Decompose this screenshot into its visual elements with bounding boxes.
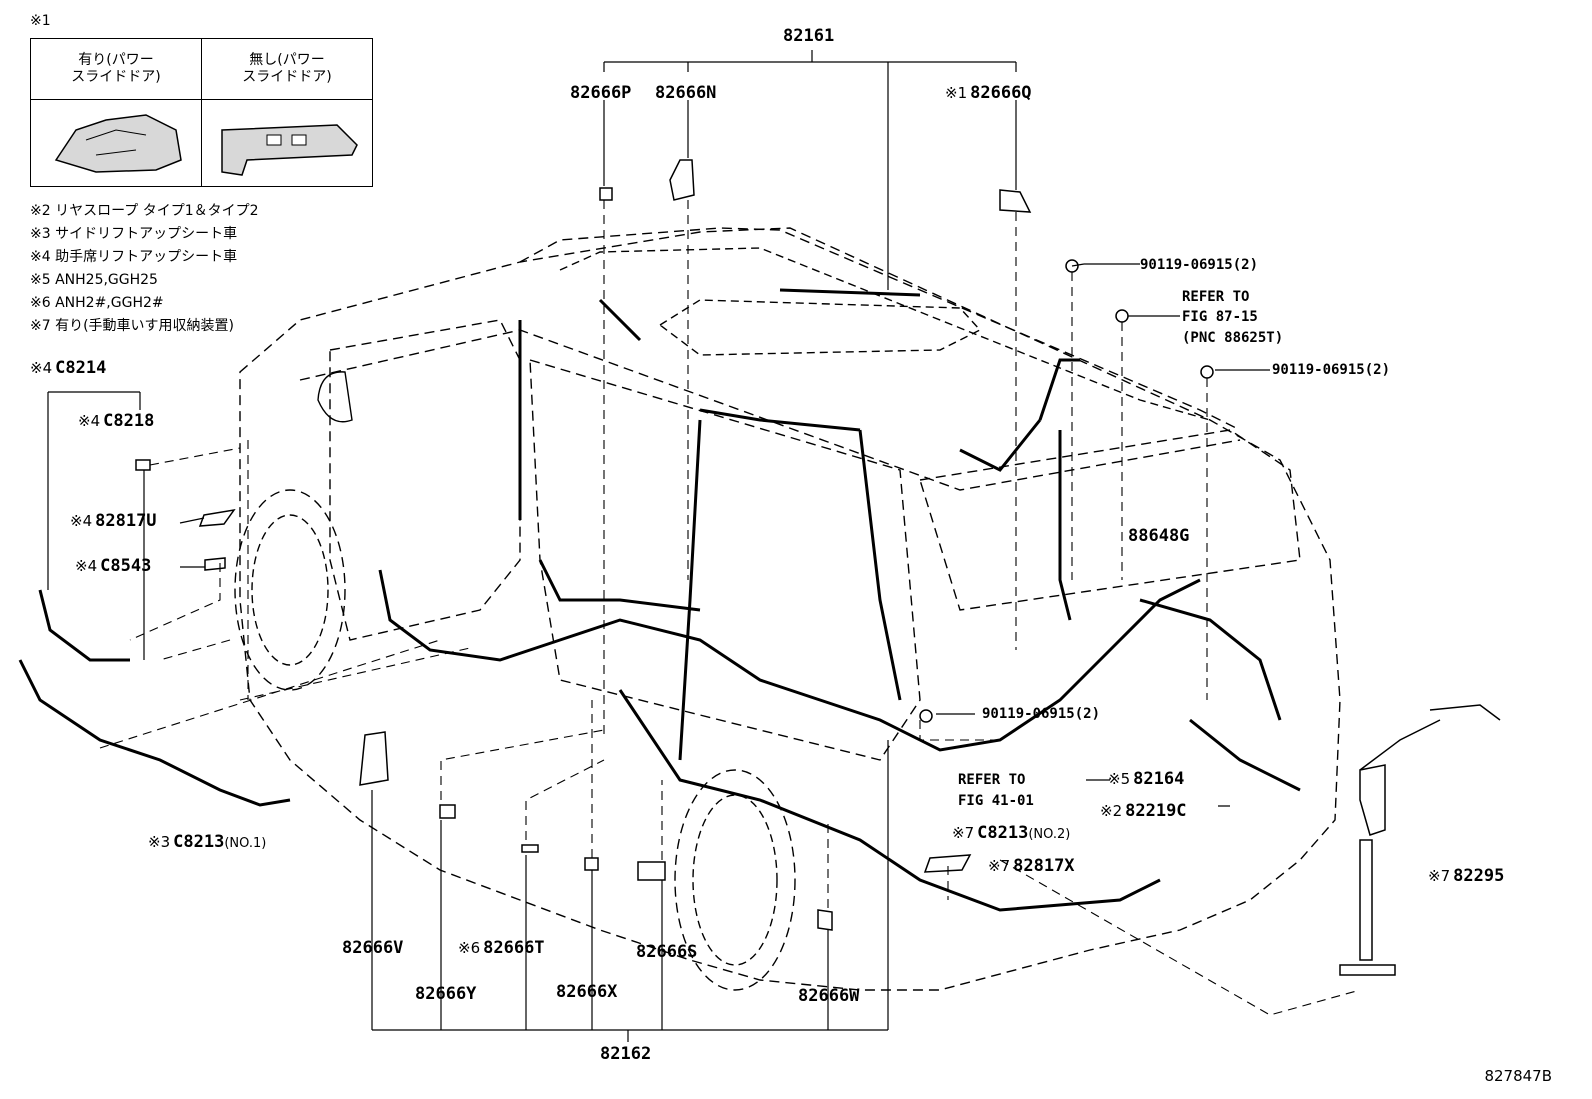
leader-c8214 (47, 391, 141, 590)
connector-82666X (584, 857, 599, 871)
harness-floor (618, 689, 1161, 912)
slide-door-outline (529, 359, 921, 761)
clip-c8218 (135, 459, 151, 471)
connector-82666V (359, 731, 389, 786)
label-refer-1b: FIG 87-15 (1182, 309, 1258, 325)
connector-82666N (669, 159, 695, 201)
label-82666P: 82666P (570, 83, 632, 103)
legend-col1: 有り(パワー スライドドア) (30, 38, 202, 100)
label-82666W: 82666W (798, 986, 860, 1006)
bolt-2 (1200, 365, 1214, 379)
label-bolt-1: 90119-06915(2) (1140, 257, 1259, 273)
harness-front-c8214 (38, 589, 130, 662)
label-refer-2b: FIG 41-01 (958, 793, 1034, 809)
legend-table: 有り(パワー スライドドア) 無し(パワー スライドドア) (30, 38, 373, 187)
rear-window-outline (919, 429, 1301, 611)
legend-ref-mark: ※1 (30, 13, 51, 29)
label-refer-1c: (PNC 88625T) (1182, 330, 1284, 346)
label-refer-1a: REFER TO (1182, 289, 1250, 305)
note-7: ※7 有り(手動車いす用収納装置) (30, 318, 235, 334)
bolt-3 (919, 709, 933, 723)
leader-82161 (603, 50, 1017, 290)
note-2: ※2 リヤスロープ タイプ1＆タイプ2 (30, 203, 259, 219)
note-5: ※5 ANH25,GGH25 (30, 272, 158, 288)
label-82666N: 82666N (655, 83, 717, 103)
vehicle-body-outline (239, 227, 1341, 991)
front-door-outline (329, 319, 521, 641)
clip-88625T (1115, 309, 1129, 323)
connector-82666T (521, 844, 539, 853)
harness-c8213-no1 (18, 659, 291, 807)
front-wheel (234, 489, 346, 691)
note-4: ※4 助手席リフトアップシート車 (30, 249, 238, 265)
bracket-sketch-2 (221, 124, 358, 177)
label-bolt-3: 90119-06915(2) (982, 706, 1101, 722)
connector-82666S (637, 861, 666, 881)
leader-82162 (371, 740, 889, 1042)
label-82162: 82162 (600, 1044, 652, 1064)
label-82666X: 82666X (556, 982, 618, 1002)
belt-line (299, 329, 1241, 491)
legend-col2: 無し(パワー スライドドア) (201, 38, 373, 100)
note-3: ※3 サイドリフトアップシート車 (30, 226, 238, 242)
bracket-sketch-1 (54, 114, 182, 174)
label-88648G: 88648G (1128, 526, 1190, 546)
label-bolt-2: 90119-06915(2) (1272, 362, 1391, 378)
label-82666V: 82666V (342, 938, 404, 958)
harness-82219C (1189, 718, 1301, 792)
side-mirror (317, 371, 353, 423)
label-82817X (923, 854, 972, 873)
connector-82666Y (439, 804, 456, 819)
connector-c8543 (204, 557, 226, 571)
label-refer-2a: REFER TO (958, 772, 1026, 788)
connector-82666W (817, 909, 833, 931)
figure-id: 827847B (1484, 1067, 1552, 1085)
harness-rear (959, 358, 1282, 721)
rear-wheel (674, 769, 796, 991)
note-6: ※6 ANH2#,GGH2# (30, 295, 164, 311)
label-82666S: 82666S (636, 942, 698, 962)
roof-outline (519, 227, 1241, 431)
harness-main (378, 569, 1201, 752)
legend-image-with-power-door (30, 99, 202, 187)
label-82666Y: 82666Y (415, 984, 477, 1004)
sunroof-outline (658, 299, 982, 356)
label-82817U (198, 508, 236, 527)
connector-82666Q (999, 189, 1032, 213)
connector-82666P (599, 187, 613, 201)
harness-slide (538, 419, 702, 761)
label-82161: 82161 (783, 26, 835, 46)
harness-roof (518, 288, 921, 701)
storage-82295 (1339, 764, 1396, 976)
legend-image-without-power-door (201, 99, 373, 187)
